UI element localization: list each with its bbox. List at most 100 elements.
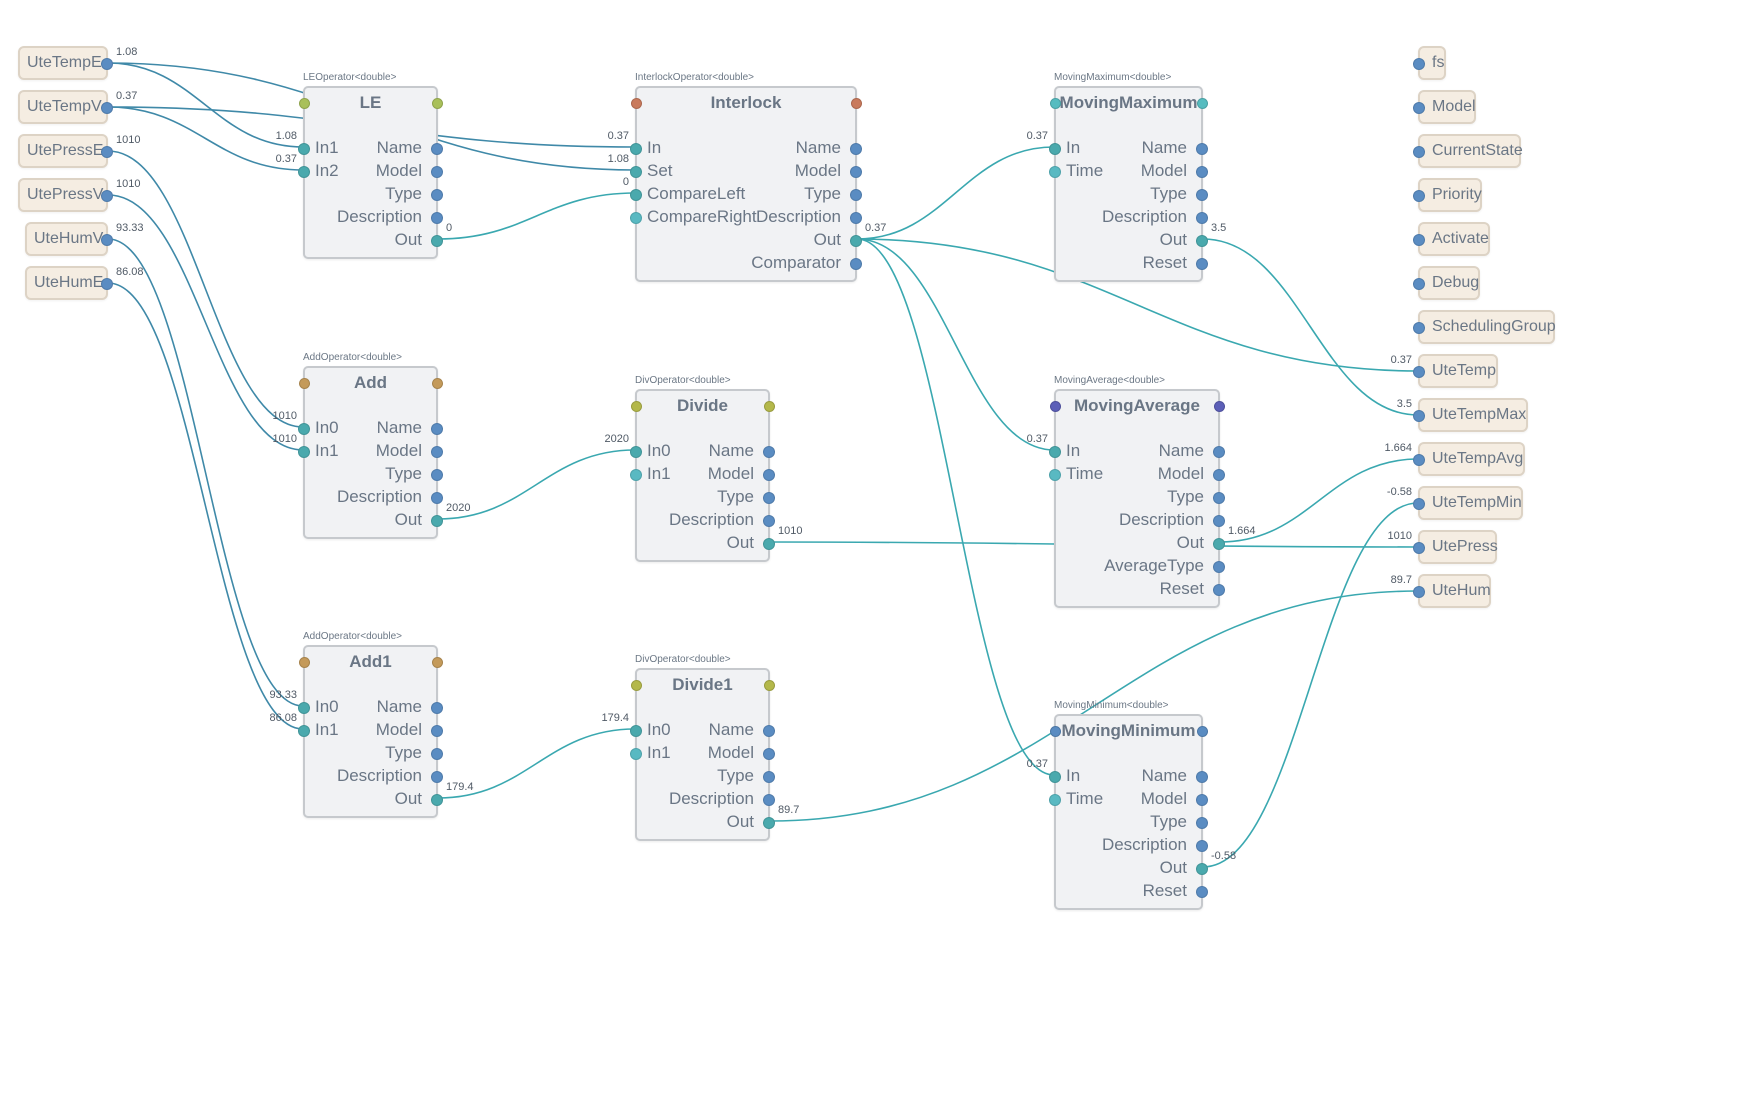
output-port-name[interactable] (763, 725, 775, 737)
input-port-in2[interactable] (298, 166, 310, 178)
output-port-description[interactable] (1196, 212, 1208, 224)
wire-15[interactable] (1202, 238, 1419, 416)
input-port-time[interactable] (1049, 469, 1061, 481)
output-port-model[interactable] (1196, 166, 1208, 178)
output-signal-model[interactable]: Model (1413, 90, 1476, 124)
signal-input-port[interactable] (1413, 498, 1425, 510)
node-handle-left[interactable] (1050, 726, 1061, 737)
signal-output-port[interactable] (101, 190, 113, 202)
input-port-in1[interactable] (298, 446, 310, 458)
output-port-type[interactable] (431, 469, 443, 481)
output-port-type[interactable] (763, 492, 775, 504)
input-port-in0[interactable] (630, 446, 642, 458)
signal-input-port[interactable] (1413, 190, 1425, 202)
input-port-in1[interactable] (630, 748, 642, 760)
wire-13[interactable] (856, 238, 1055, 776)
output-port-name[interactable] (431, 423, 443, 435)
output-port-description[interactable] (763, 515, 775, 527)
output-signal-ute-press[interactable]: UtePress (1413, 530, 1498, 564)
output-port-name[interactable] (1196, 771, 1208, 783)
output-port-name[interactable] (850, 143, 862, 155)
wire-12[interactable] (856, 238, 1055, 451)
wire-8[interactable] (107, 282, 304, 730)
output-port-reset[interactable] (1213, 584, 1225, 596)
input-signal-ute-temp-e[interactable]: UteTempE (18, 46, 113, 80)
input-port-in1[interactable] (298, 725, 310, 737)
node-handle-left[interactable] (1050, 98, 1061, 109)
output-signal-activate[interactable]: Activate (1413, 222, 1490, 256)
node-handle-left[interactable] (299, 378, 310, 389)
input-signal-ute-press-e[interactable]: UtePressE (18, 134, 113, 168)
output-port-out[interactable] (431, 235, 443, 247)
output-port-type[interactable] (763, 771, 775, 783)
input-signal-ute-press-v[interactable]: UtePressV (18, 178, 113, 212)
output-port-model[interactable] (1196, 794, 1208, 806)
output-signal-debug[interactable]: Debug (1413, 266, 1480, 300)
signal-input-port[interactable] (1413, 322, 1425, 334)
output-signal-ute-temp[interactable]: UteTemp (1413, 354, 1498, 388)
output-port-name[interactable] (763, 446, 775, 458)
output-port-out[interactable] (1213, 538, 1225, 550)
wire-10[interactable] (437, 728, 636, 799)
input-port-time[interactable] (1049, 794, 1061, 806)
signal-input-port[interactable] (1413, 366, 1425, 378)
output-port-type[interactable] (850, 189, 862, 201)
wire-16[interactable] (1219, 458, 1419, 543)
wire-14[interactable] (856, 238, 1419, 372)
output-port-model[interactable] (431, 725, 443, 737)
output-port-description[interactable] (1213, 515, 1225, 527)
input-port-in[interactable] (630, 143, 642, 155)
output-port-type[interactable] (1196, 817, 1208, 829)
node-handle-left[interactable] (631, 680, 642, 691)
output-port-average-type[interactable] (1213, 561, 1225, 573)
output-port-out[interactable] (763, 817, 775, 829)
wire-19[interactable] (769, 590, 1419, 822)
output-port-name[interactable] (431, 143, 443, 155)
wire-1[interactable] (107, 106, 304, 171)
wire-5[interactable] (107, 150, 304, 428)
signal-input-port[interactable] (1413, 146, 1425, 158)
output-port-name[interactable] (1196, 143, 1208, 155)
output-port-description[interactable] (431, 771, 443, 783)
output-signal-ute-temp-max[interactable]: UteTempMax (1413, 398, 1528, 432)
node-handle-right[interactable] (1197, 98, 1208, 109)
output-port-model[interactable] (763, 748, 775, 760)
signal-input-port[interactable] (1413, 102, 1425, 114)
input-signal-ute-hum-e[interactable]: UteHumE (25, 266, 113, 300)
node-handle-left[interactable] (299, 657, 310, 668)
output-port-out[interactable] (1196, 235, 1208, 247)
output-port-description[interactable] (850, 212, 862, 224)
output-port-name[interactable] (1213, 446, 1225, 458)
node-handle-left[interactable] (299, 98, 310, 109)
signal-output-port[interactable] (101, 234, 113, 246)
wire-7[interactable] (107, 238, 304, 707)
input-port-in[interactable] (1049, 771, 1061, 783)
output-signal-ute-hum[interactable]: UteHum (1413, 574, 1491, 608)
output-signal-ute-temp-avg[interactable]: UteTempAvg (1413, 442, 1525, 476)
node-handle-right[interactable] (1197, 726, 1208, 737)
input-port-in1[interactable] (630, 469, 642, 481)
node-handle-left[interactable] (1050, 401, 1061, 412)
node-handle-right[interactable] (432, 98, 443, 109)
output-port-description[interactable] (431, 492, 443, 504)
output-port-model[interactable] (431, 446, 443, 458)
wire-9[interactable] (437, 449, 636, 520)
node-handle-left[interactable] (631, 401, 642, 412)
signal-input-port[interactable] (1413, 542, 1425, 554)
output-signal-priority[interactable]: Priority (1413, 178, 1482, 212)
signal-input-port[interactable] (1413, 58, 1425, 70)
output-port-out[interactable] (1196, 863, 1208, 875)
input-signal-ute-temp-v[interactable]: UteTempV (18, 90, 113, 124)
input-port-set[interactable] (630, 166, 642, 178)
output-port-out[interactable] (431, 794, 443, 806)
output-port-out[interactable] (850, 235, 862, 247)
input-port-in1[interactable] (298, 143, 310, 155)
input-port-in0[interactable] (298, 702, 310, 714)
